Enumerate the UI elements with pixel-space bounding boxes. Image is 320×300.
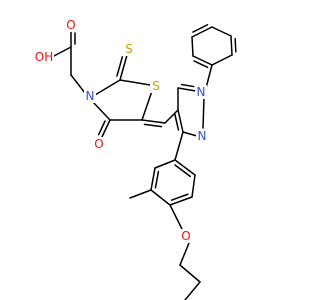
bond-o-ch2 (179, 242, 190, 266)
bond-aryl (154, 170, 160, 189)
bond-c-o-ether (169, 204, 183, 230)
bond-n1-ph (205, 64, 213, 89)
bond-aryl (150, 167, 156, 191)
bond-ph (193, 60, 209, 69)
atom-label-hydroxyl-oh: OH (35, 50, 53, 64)
atom-label-carbonyl-o-acid: O (66, 18, 75, 32)
label-bg (150, 79, 162, 93)
bond-aryl (154, 159, 176, 169)
bond-c-s-thione (116, 56, 124, 77)
bond-c2-s (119, 79, 151, 86)
bond-s-c5 (141, 90, 153, 121)
bond-n-c2 (94, 79, 121, 96)
bond-layer (51, 24, 237, 300)
bond-ph (191, 26, 213, 38)
label-bg (196, 129, 208, 143)
bond-c5-n1 (177, 87, 197, 92)
bond-ph (234, 38, 237, 53)
atom-label-n2-pyrazole: N (198, 129, 207, 143)
bond-methyl (129, 189, 152, 199)
bond-ph (211, 26, 232, 37)
bond-c5-n1 (180, 83, 195, 88)
bond-c-o-ketone (100, 119, 111, 140)
bond-ph (192, 24, 209, 33)
atom-label-s-ring: S (152, 79, 160, 93)
bond-propyl (184, 281, 201, 300)
label-bg (195, 85, 207, 99)
label-bg (84, 89, 96, 103)
bond-c5-ch (143, 123, 163, 128)
bond-ph (191, 36, 194, 57)
bond-propyl (179, 264, 201, 283)
bond-aryl (170, 193, 189, 201)
bond-aryl (191, 174, 196, 198)
bond-c-o-ketone (97, 120, 106, 136)
atom-label-o-ether: O (181, 229, 190, 243)
label-bg (65, 18, 77, 32)
bond-c-oh (51, 46, 72, 58)
bond-aryl (169, 196, 193, 206)
bond-ph (230, 35, 233, 56)
label-bg (34, 50, 54, 64)
atom-label-o-ketone: O (94, 137, 103, 151)
bond-c5-ch (141, 119, 166, 124)
atom-label-n-thiazolidine: N (86, 89, 95, 103)
bond-ph (211, 54, 233, 66)
bond-ch-pyrazole (164, 109, 179, 124)
bond-c-s-thione (119, 54, 128, 81)
bond-aryl (174, 164, 191, 178)
atom-label-layer: OH O N S S O N N O (34, 18, 208, 243)
bond-n1-n2 (202, 97, 205, 129)
bond-c4-n (91, 100, 111, 121)
atom-label-n1-pyrazole: N (197, 85, 206, 99)
bond-ph (192, 55, 213, 66)
bond-c3-c4 (177, 109, 184, 133)
label-bg (123, 42, 135, 56)
label-bg (93, 137, 105, 151)
atom-label-s-thione: S (125, 42, 133, 56)
molecule-structure: OH O N S S O N N O (34, 18, 237, 300)
bond-n2-c3 (182, 131, 198, 137)
label-bg (180, 229, 192, 243)
bond-aryl (150, 189, 171, 206)
bond-aryl (174, 159, 196, 176)
bond-c3-aryl (174, 131, 184, 161)
bond-c3-c4 (174, 113, 180, 131)
bond-n-ch2 (70, 74, 86, 94)
